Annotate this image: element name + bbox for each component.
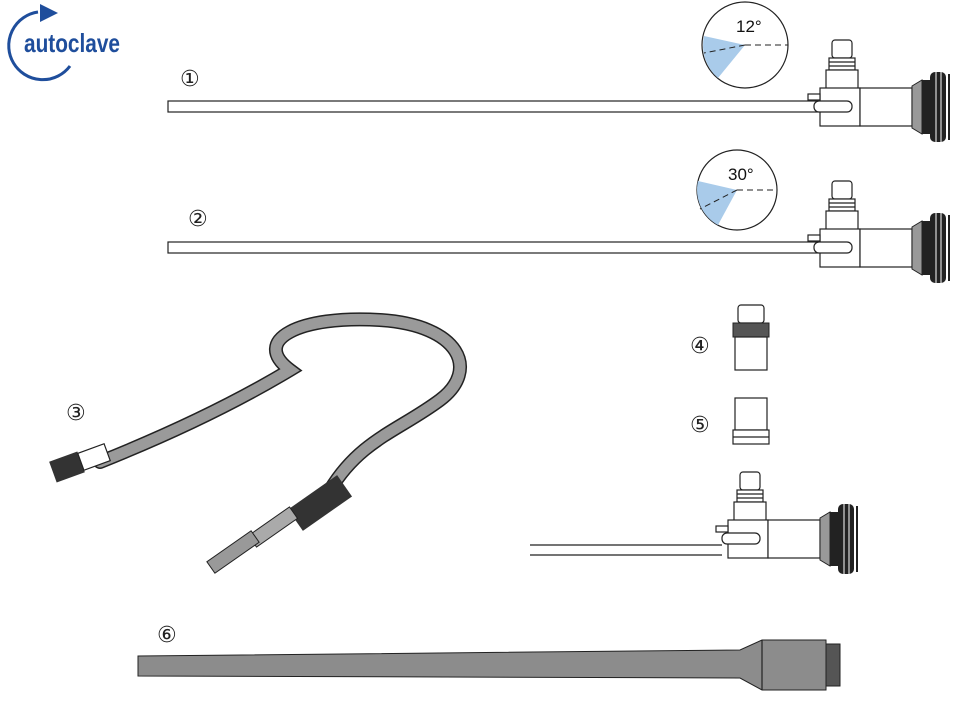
item-number-6: ⑥ [157,623,177,648]
item-number-3: ③ [66,401,86,426]
telescope-12-degree: ① 12° [167,1,950,143]
adapter-5: ⑤ [690,397,770,445]
adapter-4: ④ [690,304,770,371]
sheath: ⑥ [137,623,841,691]
fov-angle-indicator: 30° [696,149,778,231]
item-number-5: ⑤ [690,413,710,438]
item-number-4: ④ [690,334,710,359]
angle-label: 12° [736,17,762,36]
telescope-with-adapter [530,471,858,575]
autoclave-logo: autoclave [7,4,120,82]
item-number-1: ① [180,67,200,92]
fov-angle-indicator: 12° [701,1,789,89]
logo-text: autoclave [24,28,120,58]
telescope-30-degree: ② 30° [167,149,950,284]
item-number-2: ② [188,207,208,232]
light-guide-cable: ③ [49,312,467,574]
cycle-arrow-icon [7,10,72,82]
angle-label: 30° [728,165,754,184]
